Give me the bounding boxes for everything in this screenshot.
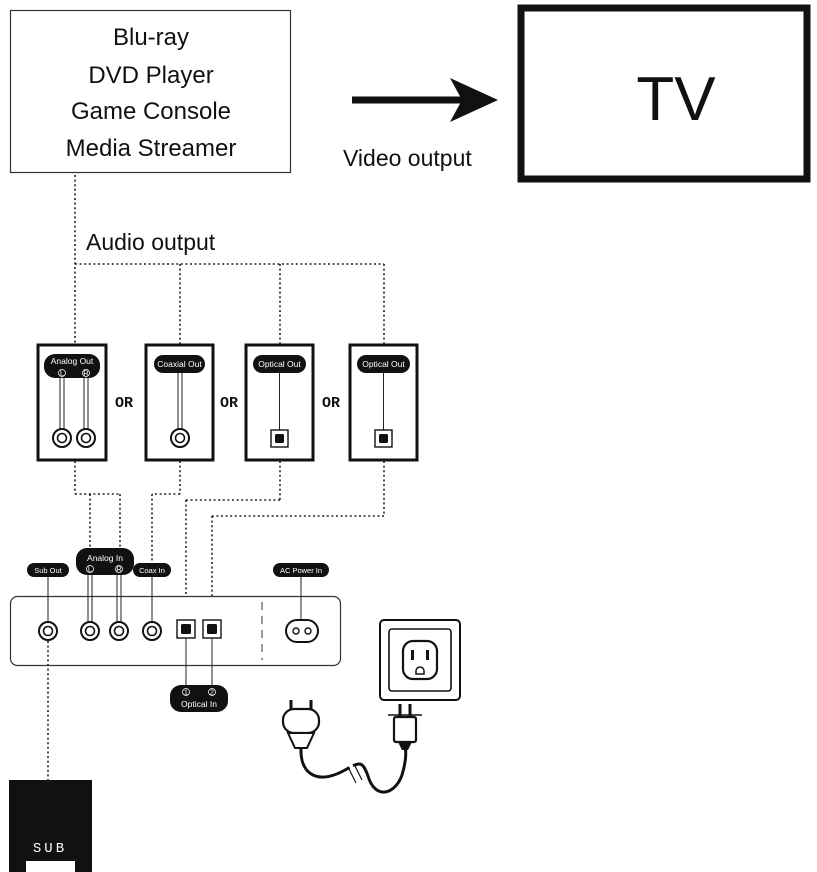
panel-coaxial-out: Coaxial Out — [144, 343, 215, 462]
or-label-1: OR — [115, 395, 133, 412]
optical-in-label: Optical In — [181, 699, 217, 709]
coax-in-label: Coax In — [139, 566, 165, 575]
analog-in-l-label: L — [88, 565, 92, 574]
or-label-2: OR — [220, 395, 238, 412]
audio-output-label: Audio output — [86, 229, 216, 255]
or-label-3: OR — [322, 395, 340, 412]
subwoofer: SUB — [9, 780, 92, 872]
audio-output-lines — [74, 175, 385, 345]
source-device-box: Blu-ray DVD Player Game Console Media St… — [9, 9, 292, 174]
analog-out-l-label: L — [60, 369, 64, 378]
panel-analog-out: Analog Out L R — [36, 343, 108, 462]
source-line-2: DVD Player — [88, 62, 213, 89]
panel-optical-out-1: Optical Out — [244, 343, 315, 462]
analog-in-r-label: R — [116, 565, 122, 574]
tv-box: TV — [517, 4, 811, 183]
analog-out-r-label: R — [83, 369, 89, 378]
optical-in-pill: 1 2 Optical In — [170, 685, 228, 712]
video-output-label: Video output — [343, 145, 472, 171]
coaxial-out-label: Coaxial Out — [157, 359, 202, 369]
tv-label: TV — [636, 65, 716, 134]
wall-outlet-icon — [379, 619, 461, 701]
analog-out-label: Analog Out — [51, 356, 94, 366]
optical-in-2-label: 2 — [210, 688, 214, 697]
source-line-3: Game Console — [71, 98, 231, 125]
optical-out-1-label: Optical Out — [258, 359, 301, 369]
optical-out-2-label: Optical Out — [362, 359, 405, 369]
source-line-4: Media Streamer — [66, 135, 237, 162]
soundbar: Sub Out Analog In L R Coax In A — [9, 548, 342, 685]
sub-out-label: Sub Out — [34, 566, 62, 575]
analog-in-label: Analog In — [87, 553, 123, 563]
video-arrow — [352, 78, 498, 122]
optical-in-1-label: 1 — [184, 688, 188, 697]
panel-optical-out-2: Optical Out — [348, 343, 419, 462]
ac-power-in-label: AC Power In — [280, 566, 322, 575]
subwoofer-label: SUB — [33, 841, 67, 857]
source-line-1: Blu-ray — [113, 24, 189, 51]
power-cord-icon — [281, 700, 422, 794]
